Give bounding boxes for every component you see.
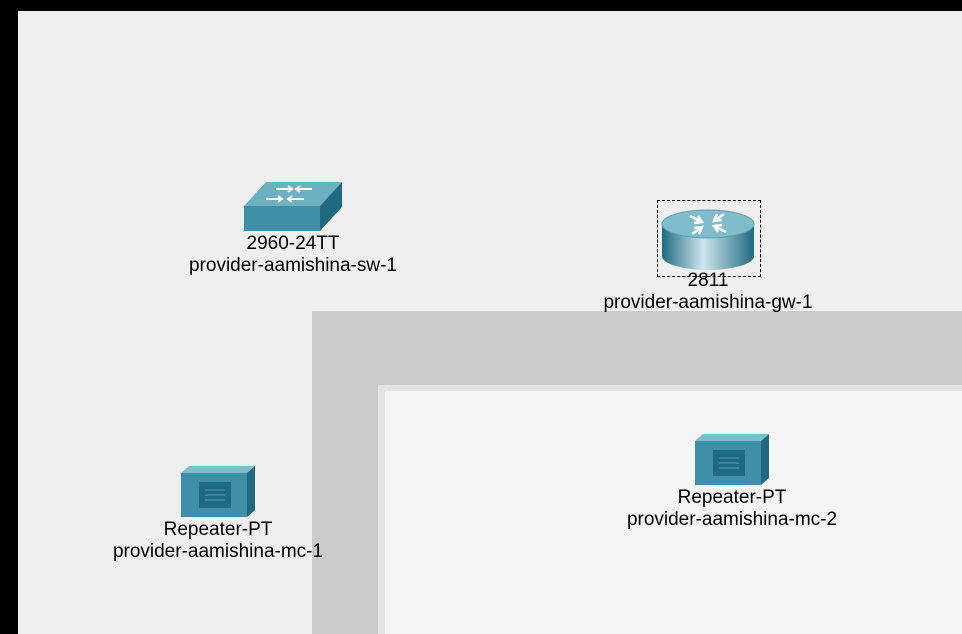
device-name-label: provider-aamishina-sw-1 (188, 255, 398, 276)
device-repeater-1[interactable]: Repeater-PT provider-aamishina-mc-1 (78, 465, 358, 563)
selection-box (657, 200, 761, 277)
workspace-canvas[interactable]: 2960-24TT provider-aamishina-sw-1 2811 p… (18, 11, 962, 634)
device-switch[interactable]: 2960-24TT provider-aamishina-sw-1 (168, 181, 418, 277)
device-model-label: Repeater-PT (677, 487, 787, 508)
cluster-area[interactable] (385, 391, 962, 634)
device-name-label: provider-aamishina-mc-1 (112, 541, 324, 562)
device-name-label: provider-aamishina-mc-2 (626, 509, 838, 530)
device-model-label: Repeater-PT (163, 519, 273, 540)
device-name-label: provider-aamishina-gw-1 (603, 292, 813, 313)
device-router[interactable]: 2811 provider-aamishina-gw-1 (578, 204, 838, 314)
device-model-label: 2811 (687, 270, 729, 291)
switch-icon (244, 182, 342, 231)
device-repeater-2[interactable]: Repeater-PT provider-aamishina-mc-2 (592, 433, 872, 531)
device-model-label: 2960-24TT (246, 233, 340, 254)
repeater-icon (695, 434, 769, 485)
router-icon (661, 209, 755, 270)
repeater-icon (181, 466, 255, 517)
